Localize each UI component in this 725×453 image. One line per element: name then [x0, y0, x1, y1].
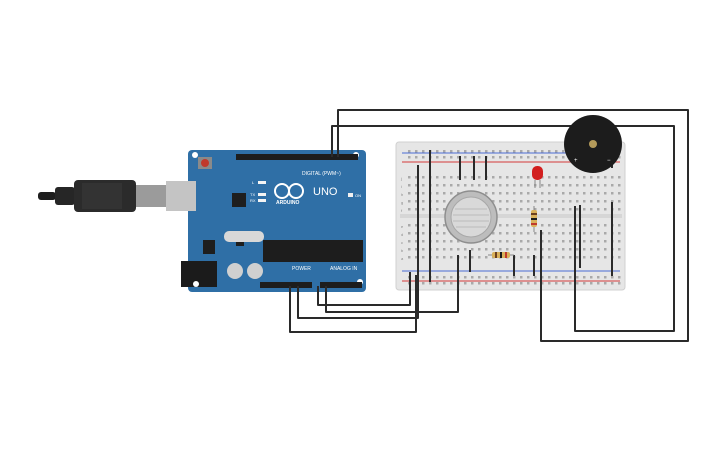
svg-text:d: d [401, 232, 403, 237]
buzzer-minus-label: − [607, 158, 611, 164]
power-jack [181, 261, 217, 287]
wires [289, 109, 689, 342]
usb-chip [232, 193, 246, 207]
svg-text:a: a [401, 256, 404, 261]
l-led [258, 181, 266, 184]
piezo-buzzer[interactable]: + − [564, 115, 622, 173]
arduino-board[interactable]: DIGITAL (PWM~) UNO ARDUINO ON L TX RX PO… [166, 150, 366, 292]
tx-led [258, 193, 266, 196]
analog-header [320, 282, 362, 288]
svg-text:c: c [401, 240, 403, 245]
svg-text:e: e [401, 224, 404, 229]
l-led-label: L [252, 180, 255, 185]
on-led [348, 193, 353, 197]
reset-button[interactable] [201, 159, 209, 167]
power-header [260, 282, 312, 288]
board-brand-label: ARDUINO [276, 200, 299, 206]
capacitor-left [227, 263, 243, 279]
wire-5v-to-rail[interactable] [297, 165, 419, 319]
on-led-label: ON [355, 193, 361, 198]
digital-header-label: DIGITAL (PWM~) [302, 171, 341, 177]
svg-text:f: f [401, 208, 403, 213]
resistor-horizontal[interactable] [488, 252, 514, 258]
svg-text:i: i [401, 184, 402, 189]
digital-header [236, 154, 358, 160]
svg-text:h: h [401, 192, 403, 197]
crystal-oscillator [224, 231, 264, 242]
row-letters-top: j i h g f [400, 176, 403, 213]
center-channel [400, 214, 622, 218]
atmega-chip [263, 240, 363, 262]
wire-a0-to-sensor[interactable] [325, 255, 459, 313]
svg-text:b: b [401, 248, 404, 253]
usb-port [166, 181, 196, 211]
wire-a1[interactable] [317, 272, 411, 306]
tx-led-label: TX [250, 192, 255, 197]
capacitor-right [247, 263, 263, 279]
wire-digital-to-buzzer[interactable] [331, 125, 675, 332]
power-header-label: POWER [292, 266, 311, 272]
resistor-vertical[interactable] [531, 206, 537, 232]
svg-text:j: j [400, 176, 402, 181]
svg-text:g: g [401, 200, 403, 205]
arduino-logo-icon [274, 183, 304, 199]
gas-sensor[interactable] [444, 190, 498, 244]
buzzer-plus-label: + [574, 158, 578, 164]
voltage-regulator [203, 240, 215, 254]
analog-header-label: ANALOG IN [330, 266, 358, 272]
row-letters-bottom: e d c b a [401, 224, 404, 261]
red-led[interactable] [532, 166, 543, 188]
rx-led-label: RX [250, 198, 256, 203]
board-model-label: UNO [313, 186, 338, 198]
wire-gnd-to-rail[interactable] [289, 275, 417, 333]
wire-digital-to-led[interactable] [337, 109, 689, 342]
rx-led [258, 199, 266, 202]
